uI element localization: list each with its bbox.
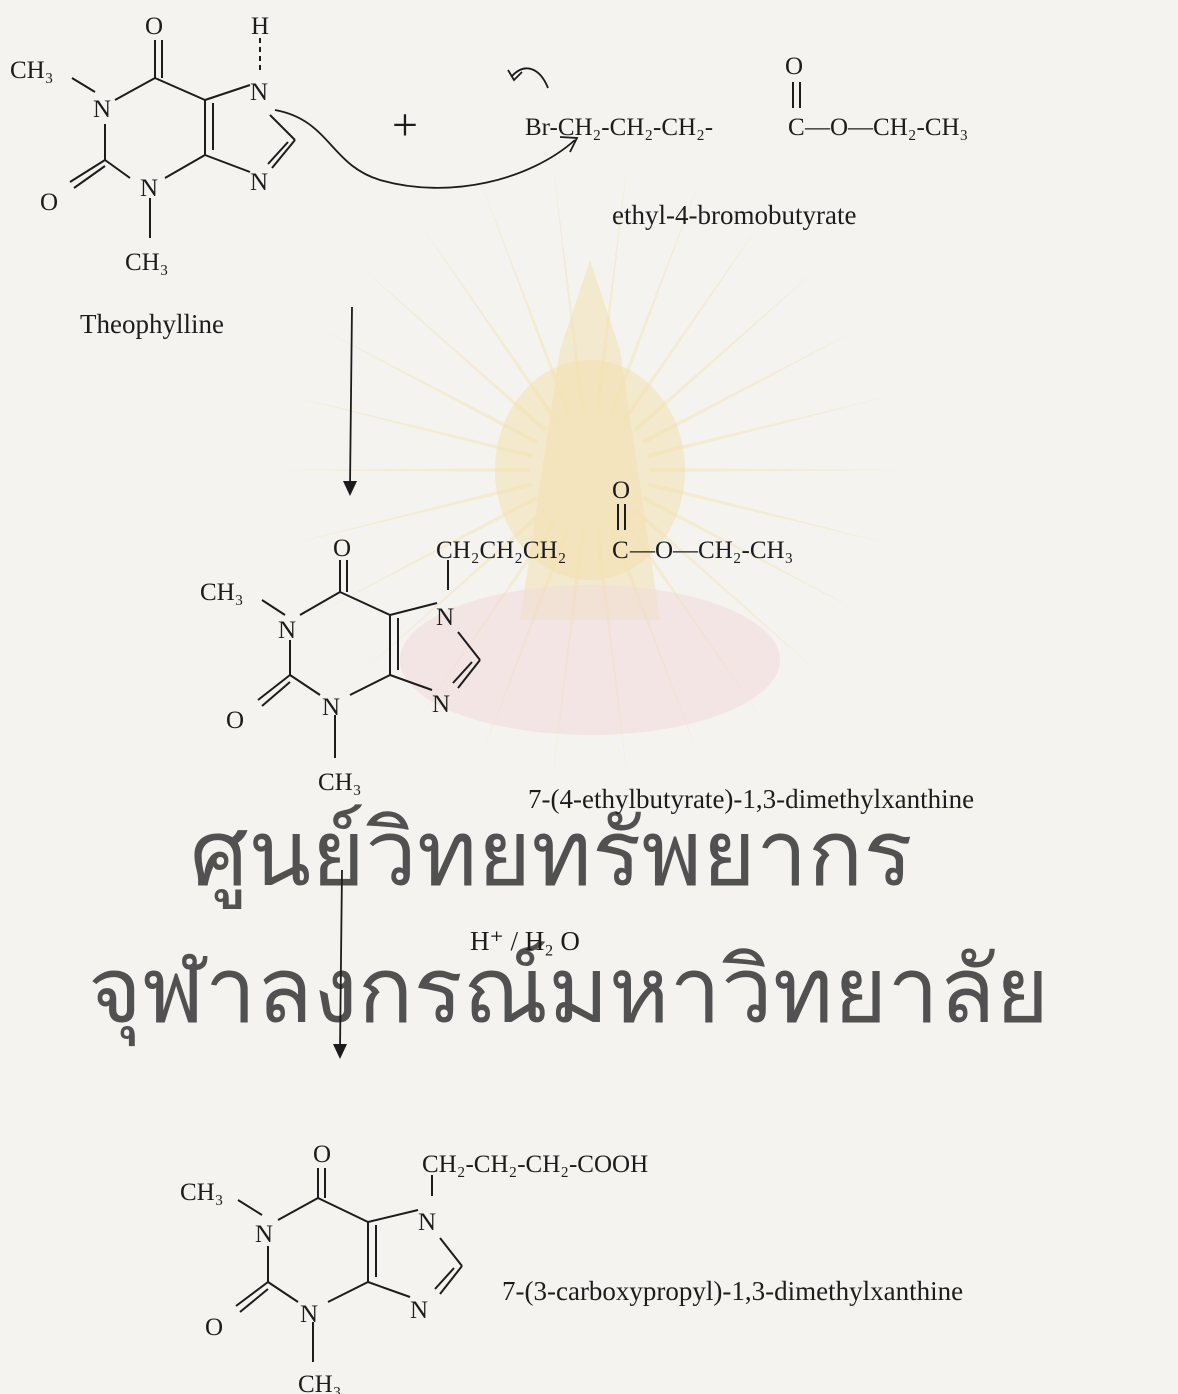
curved-leaving-arrowhead <box>507 69 523 82</box>
theo-me3: CH₃ <box>125 249 168 276</box>
seal-ray <box>633 508 823 676</box>
seal-ray <box>552 162 585 411</box>
seal-ray <box>649 467 900 473</box>
seal-rays <box>280 162 900 778</box>
prod-n9: N <box>410 1297 428 1324</box>
seal-ray <box>315 496 538 615</box>
prod-n1: N <box>255 1221 273 1248</box>
seal-base <box>400 585 780 735</box>
int-carbonyl-o: O <box>612 477 630 504</box>
seal-ray <box>480 180 571 415</box>
int-carbonyl-c: C <box>612 537 629 564</box>
seal-ray <box>642 496 865 615</box>
watermark-text-line1: ศูนย์วิทยทรัพยากร <box>190 800 913 909</box>
seal-ray <box>633 264 823 432</box>
seal-ray <box>357 264 547 432</box>
theo-me1: CH₃ <box>10 57 53 84</box>
seal-ray <box>609 180 700 415</box>
int-me3: CH₃ <box>318 769 361 796</box>
reaction-arrow-1 <box>349 306 353 488</box>
seal-ray <box>289 395 533 458</box>
int-n1: N <box>278 617 296 644</box>
theo-n7: N <box>250 79 268 106</box>
reaction-arrow-1-head <box>343 481 357 496</box>
theophylline-structure: H N N N N O O CH₃ CH₃ <box>10 13 296 276</box>
seal-ray <box>280 467 531 473</box>
prod-n3: N <box>300 1301 318 1328</box>
int-n9: N <box>432 691 450 718</box>
reaction-arrow-2 <box>339 869 343 1051</box>
seal-ray <box>552 529 585 778</box>
int-side-chain: CH₂CH₂CH₂ <box>436 537 566 564</box>
ebb-ester-tail: —O—CH₂-CH₃ <box>804 114 968 141</box>
theo-h: H <box>251 13 269 40</box>
plus-sign: + <box>392 99 418 150</box>
prod-me1: CH₃ <box>180 1179 223 1206</box>
seal-ray <box>289 482 533 545</box>
ebb-chain: Br-CH₂-CH₂-CH₂- <box>525 114 713 141</box>
watermark-seal <box>280 162 900 778</box>
seal-ray <box>480 525 571 760</box>
seal-ray <box>622 214 767 422</box>
product-structure: N N N N O O CH₃ CH₃ CH₂-CH₂-CH₂-COOH <box>180 1141 648 1394</box>
ebb-carbonyl-c: C <box>788 114 805 141</box>
theo-n9: N <box>250 169 268 196</box>
ethyl-bromobutyrate-structure: Br-CH₂-CH₂-CH₂- C O —O—CH₂-CH₃ <box>525 53 968 141</box>
seal-ray <box>642 325 865 444</box>
product-label: 7-(3-carboxypropyl)-1,3-dimethylxanthine <box>502 1276 963 1306</box>
watermark-text-line2: จุฬาลงกรณ์มหาวิทยาลัย <box>88 937 1049 1047</box>
prod-me3: CH₃ <box>298 1371 341 1394</box>
seal-ray <box>647 482 891 545</box>
seal-ray <box>315 325 538 444</box>
reagent-label: H⁺ / H₂ O <box>470 926 580 956</box>
seal-ray <box>357 508 547 676</box>
theo-n1: N <box>93 96 111 123</box>
curved-attack-arrow <box>274 109 576 189</box>
int-n3: N <box>322 694 340 721</box>
theo-o2: O <box>40 189 58 216</box>
seal-ray <box>647 395 891 458</box>
ebb-carbonyl-o: O <box>785 53 803 80</box>
prod-o2: O <box>205 1314 223 1341</box>
prod-o6: O <box>313 1141 331 1168</box>
seal-ray <box>622 518 767 726</box>
seal-center <box>495 360 685 580</box>
ethyl-bromobutyrate-label: ethyl-4-bromobutyrate <box>612 200 856 230</box>
seal-ray <box>595 162 628 411</box>
reaction-arrow-2-head <box>333 1044 347 1059</box>
seal-ray <box>609 525 700 760</box>
int-me1: CH₃ <box>200 579 243 606</box>
prod-side-chain: CH₂-CH₂-CH₂-COOH <box>422 1151 648 1178</box>
int-o2: O <box>226 707 244 734</box>
theophylline-label: Theophylline <box>80 309 224 339</box>
seal-ray <box>413 214 558 422</box>
curved-leaving-arrow <box>511 67 549 89</box>
int-o6: O <box>333 535 351 562</box>
prod-n7: N <box>418 1209 436 1236</box>
int-ester-tail: —O—CH₂-CH₃ <box>629 537 793 564</box>
int-n7: N <box>436 604 454 631</box>
seal-ray <box>413 518 558 726</box>
theo-n3: N <box>140 175 158 202</box>
seal-ray <box>595 529 628 778</box>
intermediate-label: 7-(4-ethylbutyrate)-1,3-dimethylxanthine <box>528 784 974 814</box>
theo-o6: O <box>145 13 163 40</box>
curved-attack-arrowhead <box>559 136 579 153</box>
intermediate-structure: N N N N O O CH₃ CH₃ CH₂CH₂CH₂ C O —O—CH₂… <box>200 477 793 796</box>
